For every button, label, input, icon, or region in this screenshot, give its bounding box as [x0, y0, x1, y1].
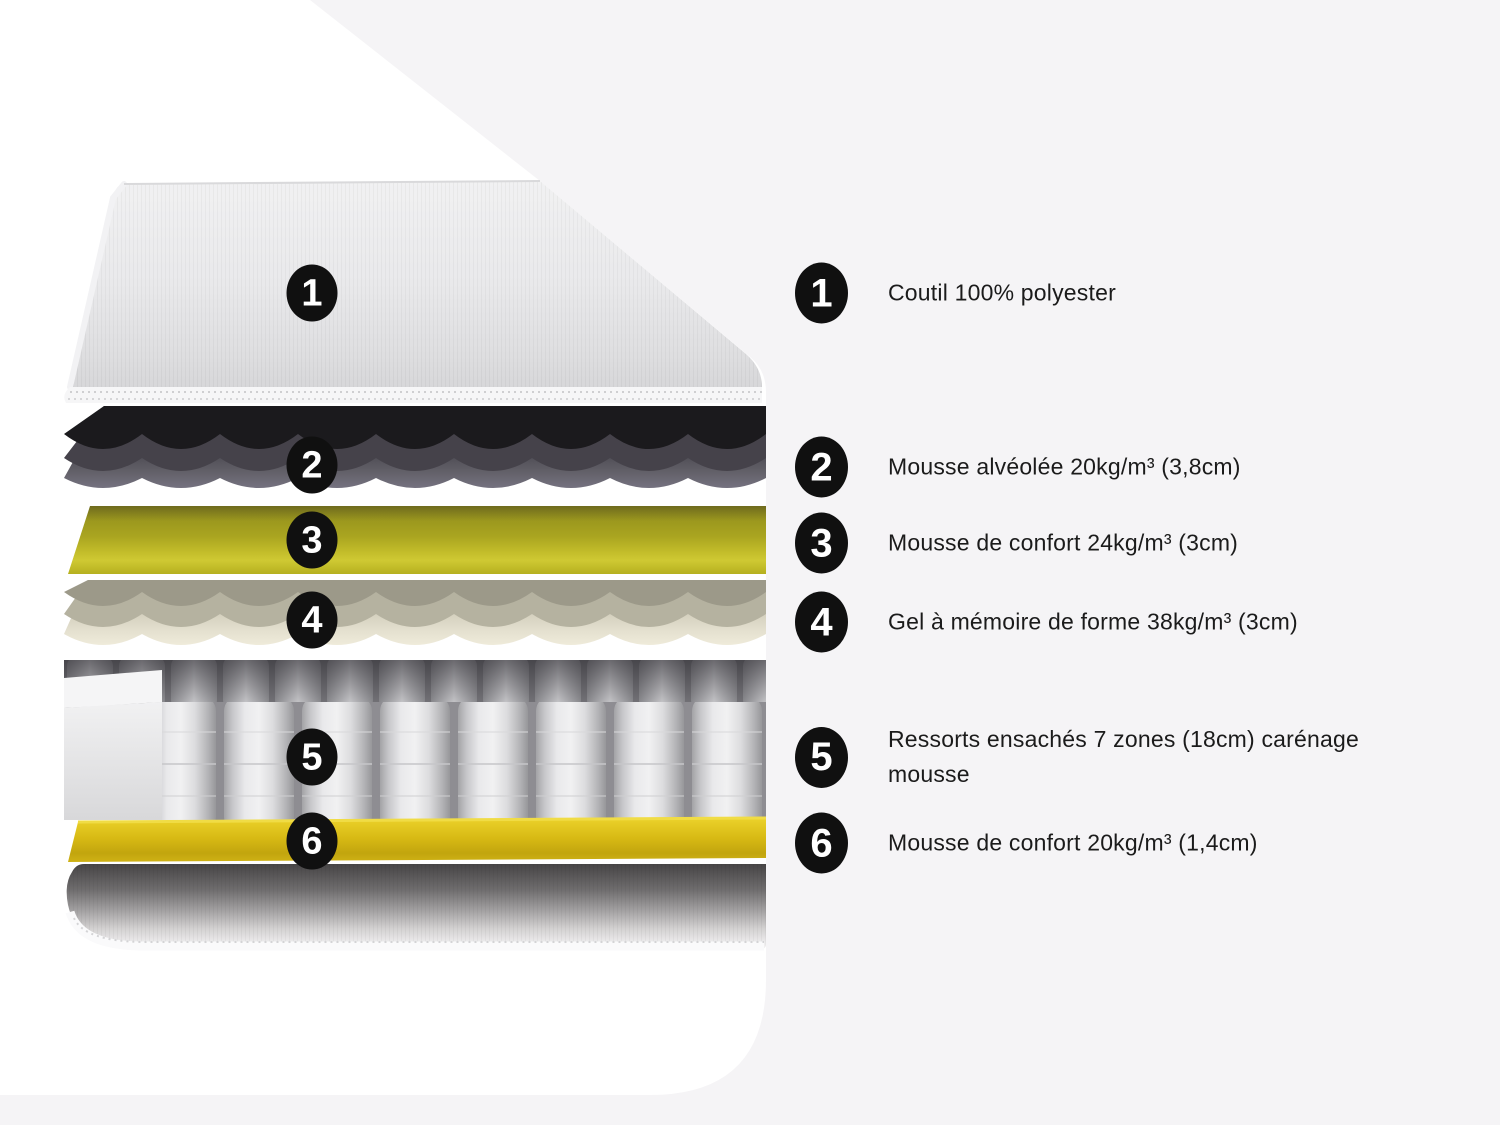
diagram-badge-6-number: 6: [301, 820, 323, 862]
layer-3-foam-confort: [68, 506, 766, 574]
diagram-badge-5-number: 5: [301, 736, 323, 778]
legend-label-6: Mousse de confort 20kg/m³ (1,4cm): [888, 829, 1258, 856]
legend-label-2: Mousse alvéolée 20kg/m³ (3,8cm): [888, 453, 1241, 480]
legend-label-1: Coutil 100% polyester: [888, 279, 1116, 306]
legend-item-3: 3 Mousse de confort 24kg/m³ (3cm): [795, 512, 1239, 574]
diagram-badge-1: 1: [286, 264, 338, 322]
diagram-badge-4: 4: [286, 591, 338, 649]
layer-2-foam-alveolee: [64, 406, 766, 488]
legend-badge-1: 1: [795, 262, 848, 324]
legend-badge-5: 5: [795, 726, 848, 788]
legend-badge-6-number: 6: [810, 821, 833, 865]
diagram-badge-2: 2: [286, 436, 338, 494]
legend-badge-2: 2: [795, 436, 848, 498]
legend-badge-4-number: 4: [810, 600, 833, 644]
legend-item-6: 6 Mousse de confort 20kg/m³ (1,4cm): [795, 812, 1258, 874]
legend-item-2: 2 Mousse alvéolée 20kg/m³ (3,8cm): [795, 436, 1241, 498]
diagram-badge-1-number: 1: [301, 272, 323, 314]
legend-badge-4: 4: [795, 591, 848, 653]
layer-6-foam-confort-mince: [68, 816, 767, 862]
legend-badge-1-number: 1: [810, 271, 833, 315]
legend-badge-3: 3: [795, 512, 848, 574]
legend-item-4: 4 Gel à mémoire de forme 38kg/m³ (3cm): [795, 591, 1298, 653]
legend-badge-5-number: 5: [810, 735, 833, 779]
diagram-badge-4-number: 4: [301, 599, 323, 641]
legend-badge-2-number: 2: [810, 445, 833, 489]
legend-label-3: Mousse de confort 24kg/m³ (3cm): [888, 529, 1239, 556]
diagram-badge-6: 6: [286, 812, 338, 870]
diagram-badge-3: 3: [286, 511, 338, 569]
legend-badge-6: 6: [795, 812, 848, 874]
layer-4-gel-memoire: [64, 580, 766, 645]
foam-encasement-block: [64, 670, 162, 708]
layer-1-coutil: [64, 180, 762, 403]
legend-item-1: 1 Coutil 100% polyester: [795, 262, 1116, 324]
legend-item-5: 5 Ressorts ensachés 7 zones (18cm) carén…: [795, 722, 1436, 792]
diagram-badge-3-number: 3: [301, 519, 323, 561]
layer-5-ressorts-ensaches: [64, 660, 766, 820]
legend-badge-3-number: 3: [810, 521, 833, 565]
diagram-badge-5: 5: [286, 728, 338, 786]
diagram-badge-2-number: 2: [301, 444, 323, 486]
legend-label-5: Ressorts ensachés 7 zones (18cm) carénag…: [888, 726, 1359, 787]
bottom-cover: [65, 864, 766, 951]
legend-label-4: Gel à mémoire de forme 38kg/m³ (3cm): [888, 608, 1298, 635]
